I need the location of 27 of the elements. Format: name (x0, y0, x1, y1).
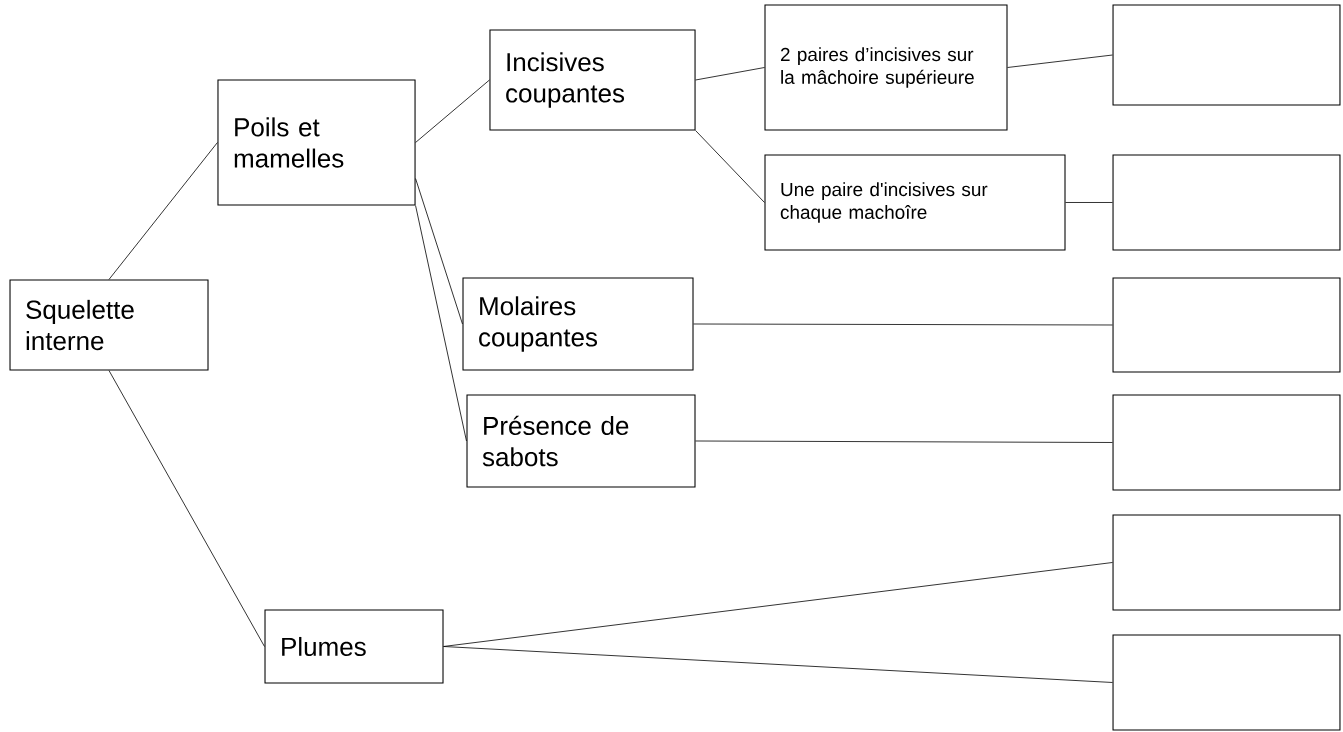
text-box: Présence de sabots (466, 394, 696, 488)
text-box: Molaires coupantes (462, 277, 694, 371)
connector-line (695, 440, 1113, 443)
connector-line (443, 562, 1113, 647)
connector-line (108, 370, 265, 647)
empty-box (1112, 634, 1341, 731)
connector-line (443, 646, 1113, 683)
connector-line (415, 178, 463, 325)
empty-box (1112, 277, 1341, 373)
text-box: Squelette interne (9, 279, 209, 371)
text-box: Une paire d'incisives sur chaque machoîre (764, 154, 1066, 251)
text-box: 2 paires d’incisives sur la mâchoire supérieure (764, 4, 1008, 131)
empty-box (1112, 4, 1341, 106)
text-box: Plumes (264, 609, 444, 684)
empty-box (1112, 154, 1341, 251)
connector-line (693, 323, 1113, 326)
connector-line (415, 205, 467, 442)
connector-line (695, 130, 765, 203)
text-box: Incisives coupantes (489, 29, 696, 131)
connector-line (695, 67, 765, 81)
text-box: Poils et mamelles (217, 79, 416, 206)
connector-line (108, 142, 218, 280)
connector-line (1065, 202, 1113, 203)
connector-line (415, 79, 490, 143)
connector-line (1007, 54, 1113, 68)
empty-box (1112, 514, 1341, 611)
empty-box (1112, 394, 1341, 491)
